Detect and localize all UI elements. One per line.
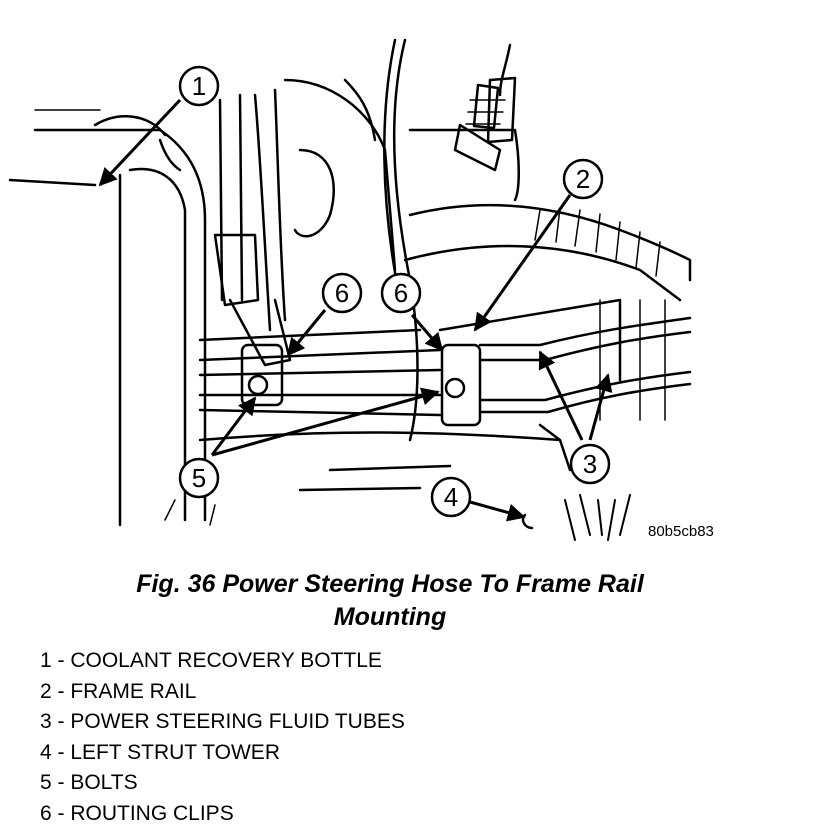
caption-line-2: Mounting bbox=[0, 601, 780, 634]
image-code: 80b5cb83 bbox=[648, 523, 714, 540]
legend-item: 6 - ROUTING CLIPS bbox=[40, 799, 405, 829]
callout-6a: 6 bbox=[335, 278, 349, 308]
legend-item: 5 - BOLTS bbox=[40, 768, 405, 799]
legend-item: 2 - FRAME RAIL bbox=[40, 677, 405, 708]
caption-line-1: Fig. 36 Power Steering Hose To Frame Rai… bbox=[0, 568, 780, 601]
legend-item: 1 - COOLANT RECOVERY BOTTLE bbox=[40, 646, 405, 677]
callout-4: 4 bbox=[444, 482, 458, 512]
callout-1: 1 bbox=[192, 71, 206, 101]
callout-2: 2 bbox=[576, 164, 590, 194]
callout-5: 5 bbox=[192, 463, 206, 493]
callout-3: 3 bbox=[583, 449, 597, 479]
figure-caption: Fig. 36 Power Steering Hose To Frame Rai… bbox=[0, 568, 780, 634]
legend-list: 1 - COOLANT RECOVERY BOTTLE 2 - FRAME RA… bbox=[40, 646, 405, 829]
legend-item: 3 - POWER STEERING FLUID TUBES bbox=[40, 707, 405, 738]
legend-item: 4 - LEFT STRUT TOWER bbox=[40, 738, 405, 769]
callout-6b: 6 bbox=[394, 278, 408, 308]
diagram-figure: 1 2 3 4 5 6 6 80b5cb83 bbox=[0, 0, 816, 560]
